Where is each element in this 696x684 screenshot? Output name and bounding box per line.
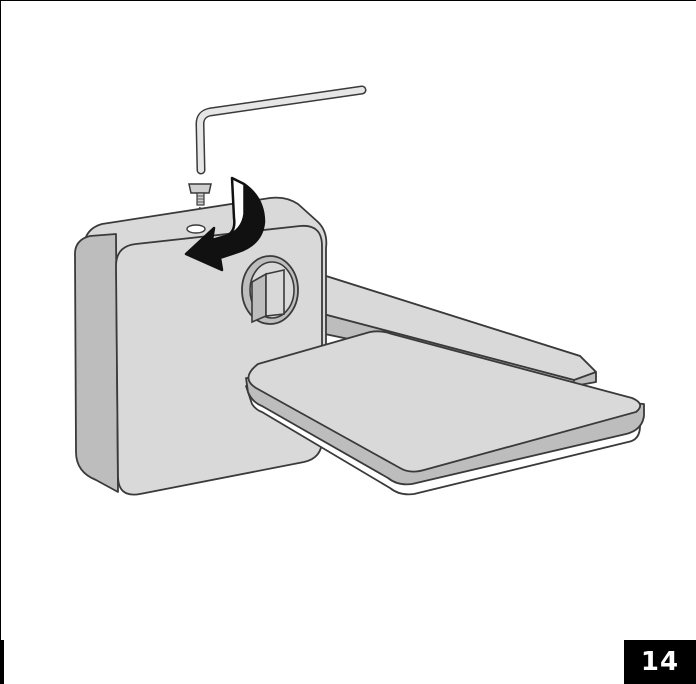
arm-collar — [241, 255, 299, 325]
seat-plate — [245, 330, 645, 496]
screw-icon — [188, 183, 212, 206]
curved-arrow-icon — [184, 176, 266, 272]
hex-key-icon — [195, 85, 367, 175]
frame-border-left — [0, 0, 1, 684]
frame-border-left-tick — [0, 640, 4, 684]
step-number: 14 — [640, 647, 680, 677]
step-number-badge: 14 — [624, 640, 696, 684]
frame-border-top — [0, 0, 696, 1]
